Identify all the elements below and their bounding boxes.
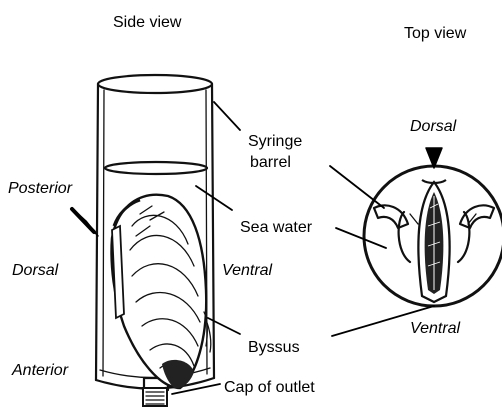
barrel-top-rim [98, 75, 212, 93]
leader-syringe-barrel [214, 102, 240, 130]
barrel-left-wall-outer [96, 84, 98, 380]
cap-of-outlet-label: Cap of outlet [224, 379, 315, 396]
top-dorsal-label: Dorsal [410, 118, 457, 135]
sea-water-label: Sea water [240, 219, 313, 236]
side-posterior-label: Posterior [8, 180, 73, 197]
top-ventral-label: Ventral [410, 320, 461, 337]
leader-sea-water [196, 186, 232, 210]
side-ventral-label: Ventral [222, 262, 273, 279]
syringe-barrel-label-line2: barrel [250, 154, 291, 171]
byssus-label: Byssus [248, 339, 300, 356]
barrel-left-wall-inner [103, 90, 104, 376]
top-view-title: Top view [404, 25, 467, 42]
outlet-cap [143, 388, 167, 406]
side-view-title: Side view [113, 14, 182, 31]
barrel-bottom [96, 378, 214, 389]
top-view-barrel [364, 166, 502, 306]
side-anterior-label: Anterior [11, 362, 69, 379]
syringe-barrel-label-line1: Syringe [248, 133, 302, 150]
barrel-right-wall-outer [212, 84, 214, 378]
side-dorsal-label: Dorsal [12, 262, 59, 279]
side-view-mussel [112, 195, 211, 389]
leader-syringe-to-top [330, 166, 384, 208]
water-surface [105, 162, 207, 174]
